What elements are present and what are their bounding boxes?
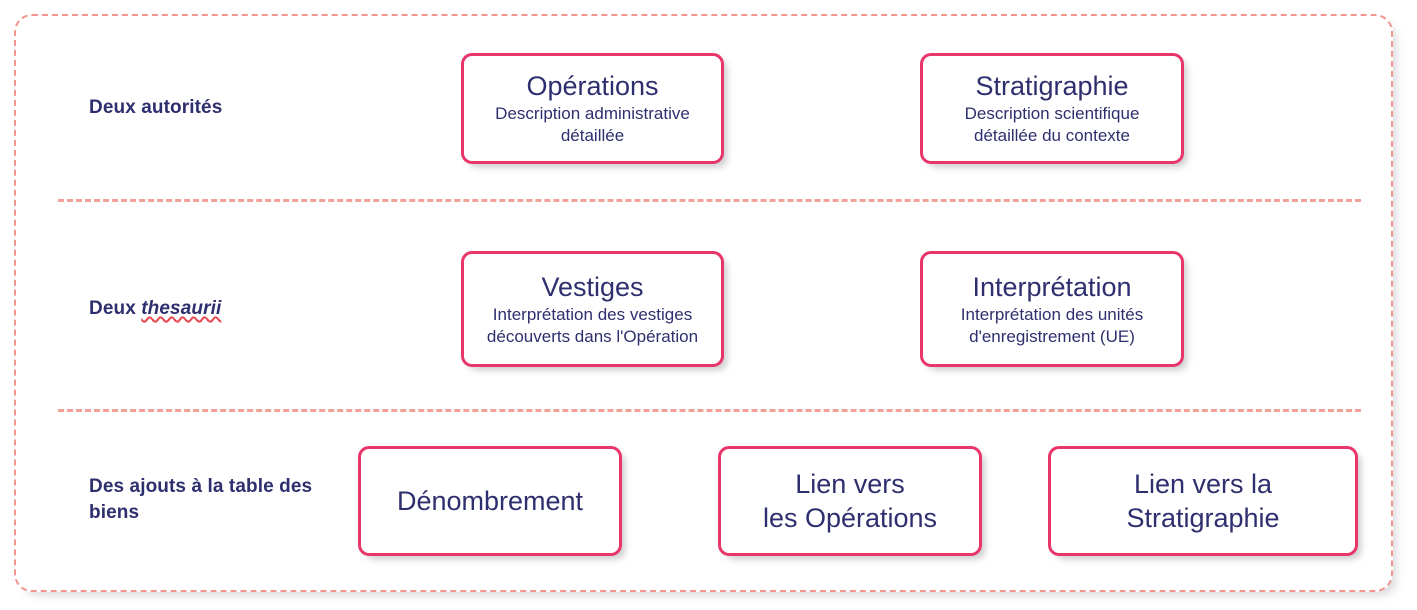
card-interpretation[interactable]: Interprétation Interprétation des unités… bbox=[920, 251, 1184, 367]
row-label-authorities: Deux autorités bbox=[89, 95, 369, 121]
row-label-text: Deux bbox=[89, 298, 142, 319]
card-subtitle: Description administrative détaillée bbox=[495, 104, 690, 145]
card-title: Lien vers les Opérations bbox=[762, 469, 938, 533]
card-title: Interprétation bbox=[972, 271, 1132, 302]
card-title: Vestiges bbox=[541, 271, 644, 302]
card-title: Opérations bbox=[526, 71, 659, 101]
row-divider-1 bbox=[58, 199, 1361, 202]
card-denombrement[interactable]: Dénombrement bbox=[358, 446, 622, 556]
row-label-additions: Des ajouts à la table des biens bbox=[89, 474, 329, 526]
card-subtitle: Interprétation des vestiges découverts d… bbox=[486, 304, 699, 346]
card-lien-vers-la-stratigraphie[interactable]: Lien vers la Stratigraphie bbox=[1048, 446, 1358, 556]
row-label-text: Des ajouts à la table des biens bbox=[89, 476, 313, 523]
row-label-text: Deux autorités bbox=[89, 97, 223, 118]
card-subtitle: Description scientifique détaillée du co… bbox=[964, 104, 1140, 145]
card-lien-vers-les-operations[interactable]: Lien vers les Opérations bbox=[718, 446, 982, 556]
card-vestiges[interactable]: Vestiges Interprétation des vestiges déc… bbox=[461, 251, 724, 367]
card-operations[interactable]: Opérations Description administrative dé… bbox=[461, 53, 724, 164]
card-stratigraphie[interactable]: Stratigraphie Description scientifique d… bbox=[920, 53, 1184, 164]
row-label-emphasis: thesaurii bbox=[141, 298, 222, 319]
card-title: Lien vers la Stratigraphie bbox=[1126, 469, 1280, 533]
card-title: Dénombrement bbox=[396, 486, 584, 516]
row-label-thesaurii: Deux thesaurii bbox=[89, 296, 369, 322]
card-title: Stratigraphie bbox=[975, 71, 1129, 101]
card-subtitle: Interprétation des unités d'enregistreme… bbox=[960, 304, 1144, 346]
row-divider-2 bbox=[58, 409, 1361, 412]
